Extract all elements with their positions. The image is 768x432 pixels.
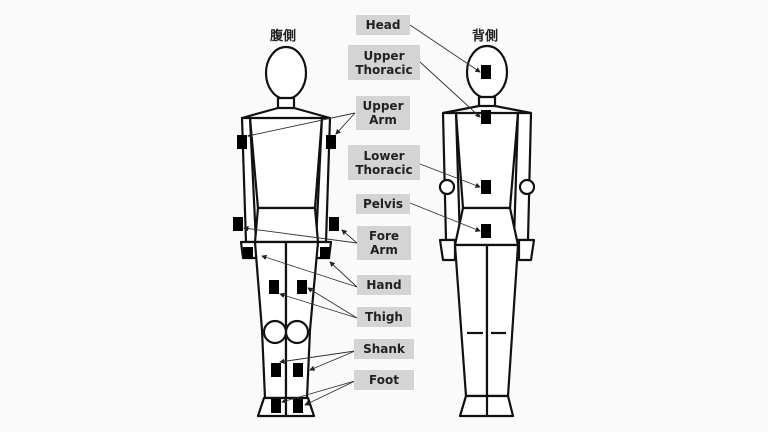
label-foot: Foot [354,370,414,390]
label-text: Lower [363,148,405,163]
label-text: Thigh [365,310,403,324]
label-text: Pelvis [362,197,404,211]
label-text: Hand [366,278,402,292]
label-pelvis: Pelvis [356,194,410,214]
label-text: Arm [370,243,398,257]
label-head: Head [356,15,410,35]
label-text: Thoracic [355,62,413,77]
front-sensors [233,135,339,413]
label-shank: Shank [354,339,414,359]
label-text: Arm [369,113,397,127]
front-figure [239,45,333,418]
label-hand: Hand [357,275,411,295]
label-text: Upper [362,99,404,113]
label-text: Foot [369,373,399,387]
label-upper-arm: Upper Arm [356,96,410,130]
label-lower-thoracic: Lower Thoracic [348,145,420,180]
label-thigh: Thigh [357,307,411,327]
label-fore-arm: Fore Arm [357,226,411,260]
leader-lines [243,24,481,406]
label-text: Shank [363,342,405,356]
label-text: Fore [368,229,399,243]
label-text: Upper [363,48,405,63]
label-upper-thoracic: Upper Thoracic [348,45,420,80]
label-text: Thoracic [355,162,413,177]
front-view-title: 腹側 [270,29,297,44]
back-view-title: 背側 [472,29,499,44]
label-text: Head [365,18,401,32]
back-sensors [481,65,491,238]
